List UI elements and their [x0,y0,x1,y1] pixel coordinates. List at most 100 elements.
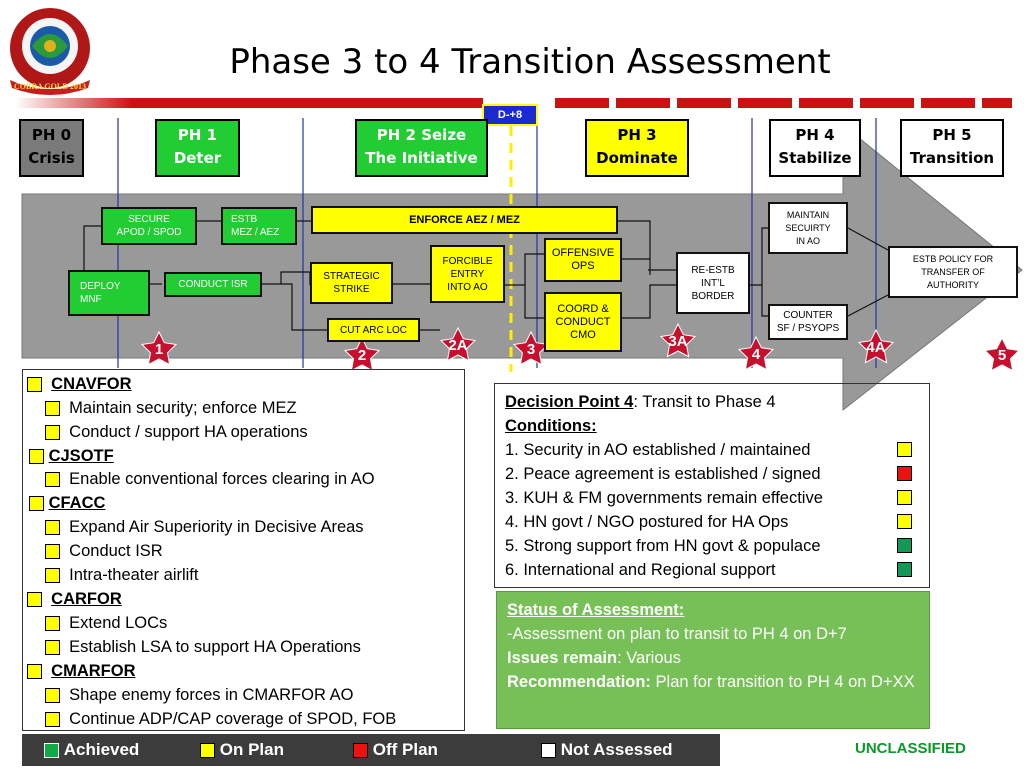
cjsotf-heading: CJSOTF [48,447,114,465]
phase-2-line2: The Initiative [365,149,478,167]
maintain-security-box: MAINTAIN SECUIRTY IN AO [768,202,848,254]
condition-row: 1. Security in AO established / maintain… [505,441,811,459]
condition-row: 2. Peace agreement is established / sign… [505,465,821,483]
component-tasks-panel: CNAVFOR Maintain security; enforce MEZ C… [22,369,465,731]
status-assessment-panel: Status of Assessment: -Assessment on pla… [496,591,930,729]
task-text: Intra-theater airlift [69,566,199,584]
task-item: Expand Air Superiority in Decisive Areas [45,518,364,537]
issues-text: : Various [617,649,681,667]
condition-status-box [897,562,912,577]
enforce-aez-mez-box: ENFORCE AEZ / MEZ [311,206,618,234]
page-title: Phase 3 to 4 Transition Assessment [229,42,831,82]
status-checkbox [29,496,44,512]
phase-3: PH 3 Dominate [585,119,689,177]
phase-0: PH 0 Crisis [19,119,84,177]
status-checkbox [45,520,60,536]
phase-0-line1: PH 0 [31,126,72,144]
decision-point-5: 5 [997,347,1007,364]
task-item: Extend LOCs [45,614,167,633]
offensive-ops-box: OFFENSIVE OPS [544,238,622,282]
task-text: Maintain security; enforce MEZ [69,399,297,417]
re-estb-border-box: RE-ESTB INT’L BORDER [676,252,750,314]
cobra-gold-logo: COBRA GOLD 2013 [2,2,98,98]
phase-5-line2: Transition [909,149,995,167]
status-legend: Achieved On Plan Off Plan Not Assessed [22,734,720,766]
phase-3-line2: Dominate [596,149,678,167]
phase-0-line2: Crisis [28,149,75,167]
phase-1-line1: PH 1 [177,126,218,144]
deploy-mnf-box: DEPLOY MNF [68,270,150,316]
task-text: Conduct / support HA operations [69,423,308,441]
carfor-row: CARFOR [27,590,122,609]
status-checkbox [45,640,60,656]
status-heading: Status of Assessment: [507,601,685,619]
cjsotf-row: CJSOTF [29,447,114,466]
phase-3-line1: PH 3 [617,126,657,144]
condition-status-box [897,466,912,481]
decision-heading-rest: : Transit to Phase 4 [633,393,776,411]
phase-2-line1: PH 2 Seize [376,126,467,144]
decision-heading: Decision Point 4 [505,393,634,411]
status-checkbox [27,664,42,680]
task-item: Shape enemy forces in CMARFOR AO [45,686,353,705]
condition-status-box [897,490,912,505]
coord-conduct-cmo-box: COORD & CONDUCT CMO [544,292,622,352]
estb-policy-box: ESTB POLICY FOR TRANSFER OF AUTHORITY [888,246,1018,298]
status-line: -Assessment on plan to transit to PH 4 o… [507,625,847,643]
phase-4-line1: PH 4 [795,126,835,144]
recommendation-text: Plan for transition to PH 4 on D+XX [650,673,915,691]
legend-swatch [44,743,59,759]
strategic-strike-box: STRATEGIC STRIKE [310,262,393,304]
task-item: Enable conventional forces clearing in A… [45,470,375,489]
task-text: Expand Air Superiority in Decisive Areas [69,518,364,536]
status-checkbox [45,616,60,632]
task-text: Shape enemy forces in CMARFOR AO [69,686,354,704]
task-item: Establish LSA to support HA Operations [45,638,361,657]
task-item: Intra-theater airlift [45,566,198,585]
task-item: Conduct ISR [45,542,163,561]
cnavfor-heading: CNAVFOR [51,375,132,393]
decision-point-1: 1 [154,341,164,358]
legend-label: Achieved [63,740,140,759]
cfacc-heading: CFACC [48,494,106,512]
decision-point-2: 2 [357,347,367,364]
task-item: Conduct / support HA operations [45,423,308,442]
status-checkbox [29,449,44,465]
legend-achieved: Achieved [44,740,139,760]
conditions-label: Conditions: [505,417,597,435]
estb-mez-aez-box: ESTB MEZ / AEZ [221,207,297,245]
condition-row: 6. International and Regional support [505,561,776,579]
legend-label: Not Assessed [560,740,673,759]
legend-not-assessed: Not Assessed [541,740,673,760]
legend-off-plan: Off Plan [353,740,438,760]
issues-row: Issues remain: Various [507,646,919,670]
decision-point-4: 4 [751,346,761,363]
status-checkbox [27,592,42,608]
banner-stripe [15,96,1015,110]
forcible-entry-box: FORCIBLE ENTRY INTO AO [430,245,505,303]
condition-row: 3. KUH & FM governments remain effective [505,489,823,507]
d-plus-8-marker: D-+8 [482,104,538,126]
phase-5: PH 5 Transition [900,119,1004,177]
task-text: Conduct ISR [69,542,163,560]
phase-4: PH 4 Stabilize [769,119,861,177]
status-checkbox [45,688,60,704]
phase-5-line1: PH 5 [932,126,972,144]
phase-1: PH 1 Deter [155,119,240,177]
cnavfor-row: CNAVFOR [27,375,132,394]
status-checkbox [45,544,60,560]
task-item: Maintain security; enforce MEZ [45,399,297,418]
legend-swatch [353,743,368,759]
cfacc-row: CFACC [29,494,105,513]
condition-status-box [897,538,912,553]
status-checkbox [45,425,60,441]
task-text: Continue ADP/CAP coverage of SPOD, FOB [69,710,397,728]
svg-text:COBRA GOLD 2013: COBRA GOLD 2013 [14,82,86,91]
legend-on-plan: On Plan [200,740,284,760]
condition-status-box [897,442,912,457]
condition-row: 5. Strong support from HN govt & populac… [505,537,821,555]
cut-arc-loc-box: CUT ARC LOC [327,318,420,342]
status-checkbox [45,568,60,584]
decision-point-2a: 2A [448,337,468,354]
classification-label: UNCLASSIFIED [855,740,966,757]
